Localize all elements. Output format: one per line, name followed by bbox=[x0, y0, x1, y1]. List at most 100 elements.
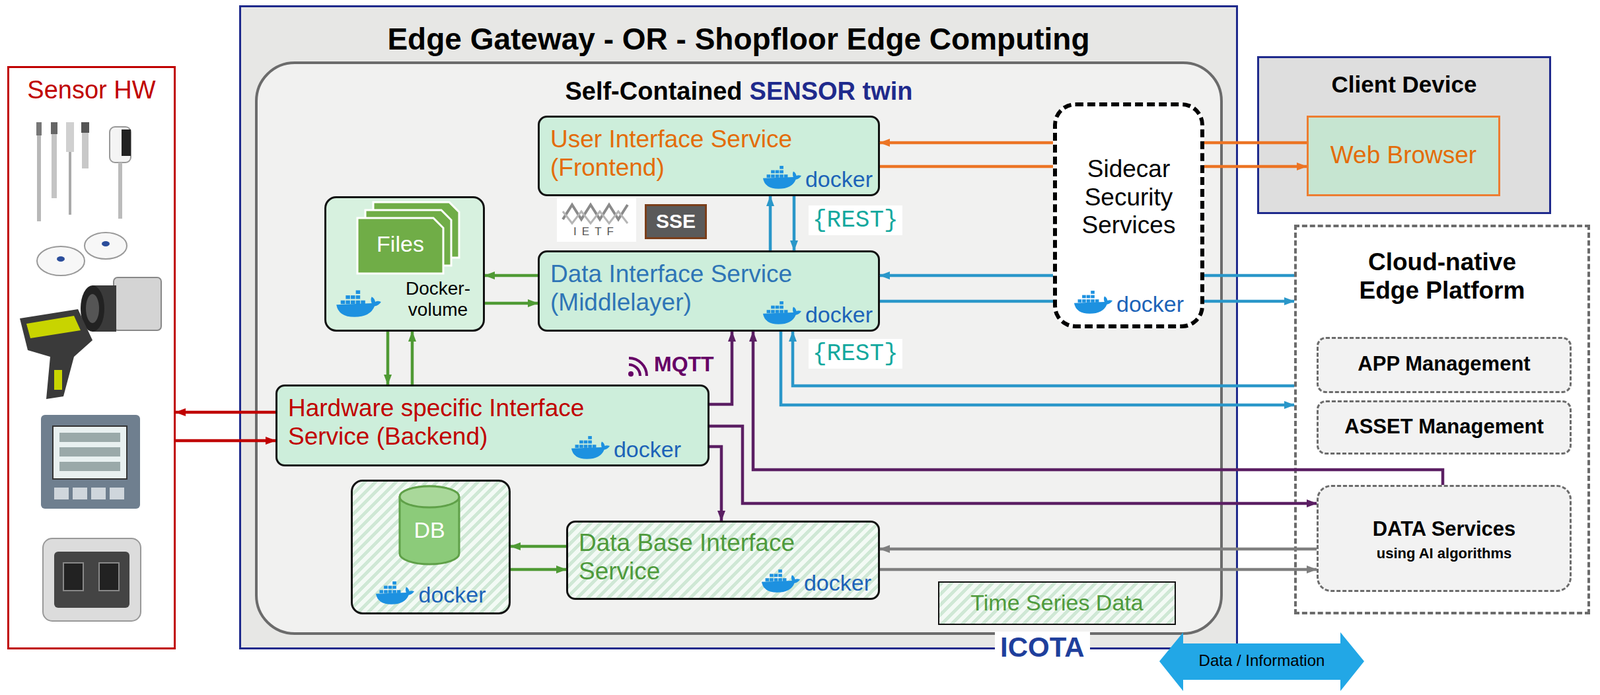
platform-panel: Cloud-native Edge PlatformAPP Management… bbox=[1294, 224, 1591, 615]
connector bbox=[879, 165, 1054, 169]
text-holder: Time Series Data bbox=[939, 589, 1175, 616]
service-box: Data Base Interface Servicedocker bbox=[566, 520, 880, 600]
connector bbox=[709, 446, 722, 521]
illustration-part bbox=[91, 487, 106, 500]
illustration-part bbox=[399, 486, 460, 565]
sensor-device bbox=[42, 538, 141, 621]
illustration-part bbox=[59, 461, 121, 472]
connector bbox=[1204, 299, 1295, 304]
volume-label: Docker-volume bbox=[405, 278, 471, 320]
gateway-panel: Edge Gateway - OR - Shopfloor Edge Compu… bbox=[239, 5, 1238, 650]
platform-module: DATA Servicesusing AI algorithms bbox=[1316, 484, 1572, 592]
platform-module: APP Management bbox=[1316, 336, 1572, 394]
illustration-part bbox=[54, 551, 130, 608]
connector bbox=[879, 547, 1317, 551]
illustration-part bbox=[121, 129, 131, 156]
illustration-part bbox=[556, 198, 637, 242]
connector bbox=[768, 196, 773, 251]
docker-logo: docker bbox=[1056, 287, 1201, 316]
project-logo: ICOTA bbox=[994, 631, 1091, 664]
illustration-part bbox=[628, 358, 647, 376]
illustration-part bbox=[54, 369, 63, 390]
service-box: User Interface Service (Frontend)docker bbox=[537, 115, 880, 197]
sidecar-name: Sidecar Security Services bbox=[1082, 155, 1176, 239]
connector bbox=[709, 331, 732, 405]
docker-whale bbox=[762, 162, 802, 191]
label-holder: ICOTA bbox=[994, 631, 1091, 664]
illustration-part bbox=[50, 122, 58, 135]
illustration-part bbox=[562, 211, 628, 224]
docker-wordmark: docker bbox=[613, 437, 682, 461]
text-holder: Docker-volume bbox=[395, 278, 481, 321]
docker-logo: docker bbox=[352, 578, 509, 606]
illustration-part bbox=[72, 487, 88, 500]
text-holder: Data / Information bbox=[1159, 651, 1365, 670]
service-name: Data Interface Service (Middlelayer) bbox=[550, 260, 793, 316]
connector bbox=[780, 331, 1295, 405]
connector bbox=[792, 196, 797, 251]
connector bbox=[879, 299, 1054, 304]
connector bbox=[386, 331, 390, 385]
illustration-part bbox=[68, 151, 72, 215]
docker-logo: docker bbox=[570, 432, 682, 461]
connector bbox=[709, 426, 1317, 504]
illustration-part bbox=[628, 364, 641, 376]
docker-whale bbox=[570, 432, 611, 461]
panel-title: Edge Gateway - OR - Shopfloor Edge Compu… bbox=[387, 21, 1090, 57]
service-box: Hardware specific Interface Service (Bac… bbox=[275, 384, 710, 467]
ietf-logo bbox=[556, 198, 637, 242]
connector bbox=[510, 545, 567, 549]
panel-title: Sensor HW bbox=[27, 75, 156, 104]
illustration-part bbox=[52, 426, 127, 479]
connector bbox=[410, 331, 415, 385]
illustration-part bbox=[99, 562, 119, 591]
illustration-part bbox=[81, 122, 90, 133]
client-panel: Client DeviceWeb Browser bbox=[1257, 56, 1552, 215]
panel-title: SENSOR twin bbox=[749, 77, 913, 107]
illustration-part bbox=[109, 126, 131, 163]
connector bbox=[792, 331, 1295, 386]
docker-logo: docker bbox=[762, 162, 873, 191]
text-holder: Web Browser bbox=[1308, 141, 1499, 170]
docker-whale bbox=[571, 436, 610, 460]
illustration-part bbox=[56, 256, 65, 262]
service-name: Data Base Interface Service bbox=[578, 529, 795, 585]
text-holder: Cloud-native Edge Platform bbox=[1343, 248, 1542, 305]
module-name: APP Management bbox=[1357, 352, 1530, 376]
service-name: Hardware specific Interface Service (Bac… bbox=[288, 394, 584, 450]
barcode-scanner bbox=[19, 309, 93, 400]
illustration-part bbox=[36, 122, 41, 222]
illustration-part bbox=[113, 277, 162, 331]
illustration-part bbox=[26, 315, 81, 339]
protocol-label: {REST} bbox=[808, 338, 903, 369]
docker-wordmark: docker bbox=[805, 303, 873, 326]
illustration-part bbox=[19, 309, 93, 400]
camera bbox=[80, 277, 162, 332]
platform-module: ASSET Management bbox=[1316, 400, 1572, 455]
module-name: ASSET Management bbox=[1344, 414, 1544, 438]
connector bbox=[879, 274, 1054, 278]
text-holder: Sensor HW bbox=[9, 75, 174, 106]
docker-logo: docker bbox=[761, 566, 872, 594]
service-name: User Interface Service (Frontend) bbox=[550, 125, 793, 182]
illustration-part bbox=[59, 432, 121, 442]
arrow-label: Data / Information bbox=[1199, 651, 1326, 670]
module-name: DATA Services bbox=[1372, 517, 1517, 541]
service-box: Data Interface Service (Middlelayer) dock… bbox=[537, 250, 880, 332]
illustration-part bbox=[42, 538, 141, 621]
illustration-part bbox=[101, 241, 110, 247]
illustration-part bbox=[81, 122, 89, 169]
text-holder: Sidecar Security Services bbox=[1056, 155, 1201, 240]
connector bbox=[510, 568, 567, 572]
illustration-part bbox=[85, 293, 100, 324]
mqtt-icon bbox=[628, 358, 647, 377]
files-icon bbox=[357, 202, 460, 274]
power-meter bbox=[40, 414, 141, 509]
connector bbox=[1204, 165, 1307, 169]
connector bbox=[175, 439, 276, 443]
label-holder: SSE bbox=[644, 204, 707, 240]
double-arrow: Data / Information bbox=[1159, 632, 1365, 691]
connector bbox=[1204, 274, 1295, 278]
docker-whale bbox=[1073, 287, 1114, 316]
